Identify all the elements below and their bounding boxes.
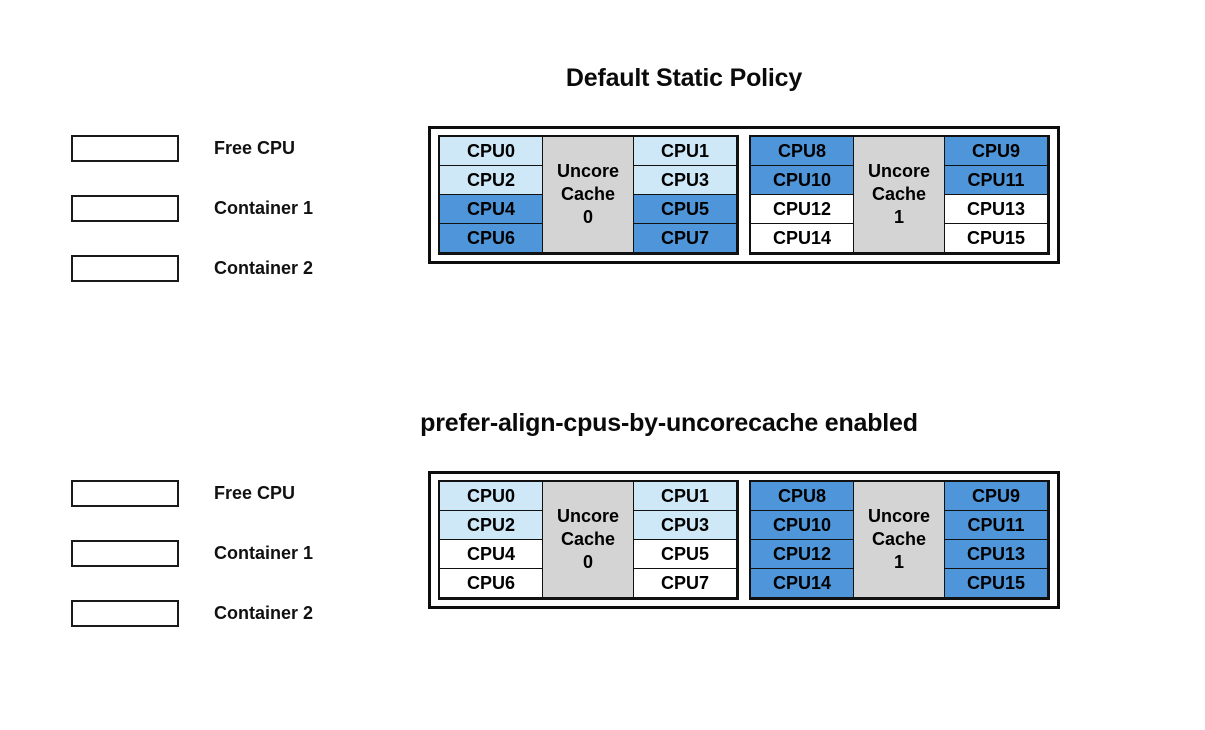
cpu-cell: CPU3 [633, 510, 737, 540]
cpu-cell: CPU11 [944, 165, 1048, 195]
legend-label-free-cpu: Free CPU [214, 482, 296, 503]
cpu-cell: CPU15 [944, 568, 1048, 598]
legend-label-container-1: Container 1 [214, 542, 314, 563]
uncore-cache-line: Cache [871, 528, 927, 549]
cache-group-0: CPU0 CPU2 CPU4 CPU6 Uncore Cache 0 CPU1 … [438, 135, 739, 255]
cpu-cell: CPU14 [750, 568, 854, 598]
cpu-cell: CPU4 [439, 194, 543, 224]
panel-title: prefer-align-cpus-by-uncorecache enabled [420, 409, 918, 437]
cpu-cell: CPU6 [439, 223, 543, 253]
uncore-cache-line: 0 [582, 552, 593, 573]
legend-item-free-cpu: Free CPU [71, 118, 371, 178]
cpu-cell: CPU1 [633, 481, 737, 511]
cpu-cell: CPU5 [633, 539, 737, 569]
legend-swatch-container-1 [71, 539, 179, 567]
legend-item-free-cpu: Free CPU [71, 463, 371, 523]
panel-default-static-policy: Default Static Policy Free CPU Container… [18, 26, 1170, 344]
uncore-cache-line: 0 [582, 207, 593, 228]
cpu-cell: CPU10 [750, 165, 854, 195]
uncore-cache-line: Uncore [556, 160, 619, 181]
uncore-cache-label-1: Uncore Cache 1 [853, 481, 945, 598]
cache-group-1: CPU8 CPU10 CPU12 CPU14 Uncore Cache 1 CP… [749, 135, 1050, 255]
cpu-topology-diagram: CPU0 CPU2 CPU4 CPU6 Uncore Cache 0 CPU1 … [428, 126, 1060, 264]
legend-swatch-free-cpu [71, 134, 179, 162]
cpu-cell: CPU11 [944, 510, 1048, 540]
cpu-column-left-cache-1: CPU8 CPU10 CPU12 CPU14 [750, 481, 854, 598]
cpu-cell: CPU15 [944, 223, 1048, 253]
uncore-cache-line: Uncore [867, 160, 930, 181]
cpu-cell: CPU12 [750, 539, 854, 569]
cache-group-1: CPU8 CPU10 CPU12 CPU14 Uncore Cache 1 CP… [749, 480, 1050, 600]
cpu-topology-diagram: CPU0 CPU2 CPU4 CPU6 Uncore Cache 0 CPU1 … [428, 471, 1060, 609]
uncore-cache-line: Uncore [867, 505, 930, 526]
legend-item-container-1: Container 1 [71, 178, 371, 238]
uncore-cache-label-0: Uncore Cache 0 [542, 481, 634, 598]
cpu-cell: CPU8 [750, 481, 854, 511]
cpu-cell: CPU7 [633, 568, 737, 598]
cpu-cell: CPU2 [439, 510, 543, 540]
panel-title: Default Static Policy [565, 64, 803, 92]
cpu-cell: CPU4 [439, 539, 543, 569]
cpu-column-right-cache-1: CPU9 CPU11 CPU13 CPU15 [944, 136, 1048, 253]
cpu-cell: CPU13 [944, 539, 1048, 569]
cache-group-0: CPU0 CPU2 CPU4 CPU6 Uncore Cache 0 CPU1 … [438, 480, 739, 600]
cpu-cell: CPU6 [439, 568, 543, 598]
legend-swatch-free-cpu [71, 479, 179, 507]
uncore-cache-line: Cache [560, 528, 616, 549]
cpu-cell: CPU13 [944, 194, 1048, 224]
legend: Free CPU Container 1 Container 2 [71, 463, 371, 643]
cpu-cell: CPU9 [944, 136, 1048, 166]
cpu-cell: CPU5 [633, 194, 737, 224]
legend-label-container-2: Container 2 [214, 257, 314, 278]
legend-label-container-1: Container 1 [214, 197, 314, 218]
uncore-cache-label-1: Uncore Cache 1 [853, 136, 945, 253]
cpu-column-left-cache-0: CPU0 CPU2 CPU4 CPU6 [439, 481, 543, 598]
legend-item-container-2: Container 2 [71, 238, 371, 298]
cpu-column-left-cache-1: CPU8 CPU10 CPU12 CPU14 [750, 136, 854, 253]
cpu-cell: CPU10 [750, 510, 854, 540]
uncore-cache-line: 1 [893, 207, 904, 228]
legend-swatch-container-1 [71, 194, 179, 222]
legend-item-container-2: Container 2 [71, 583, 371, 643]
cpu-cell: CPU12 [750, 194, 854, 224]
panel-prefer-align-cpus-by-uncorecache: prefer-align-cpus-by-uncorecache enabled… [18, 371, 1170, 689]
cpu-cell: CPU2 [439, 165, 543, 195]
uncore-cache-line: Uncore [556, 505, 619, 526]
legend-item-container-1: Container 1 [71, 523, 371, 583]
legend-label-container-2: Container 2 [214, 602, 314, 623]
cpu-cell: CPU7 [633, 223, 737, 253]
cpu-column-right-cache-0: CPU1 CPU3 CPU5 CPU7 [633, 481, 737, 598]
cpu-column-right-cache-1: CPU9 CPU11 CPU13 CPU15 [944, 481, 1048, 598]
uncore-cache-line: Cache [871, 183, 927, 204]
legend-swatch-container-2 [71, 599, 179, 627]
cpu-cell: CPU0 [439, 136, 543, 166]
cpu-cell: CPU3 [633, 165, 737, 195]
legend-swatch-container-2 [71, 254, 179, 282]
cpu-cell: CPU14 [750, 223, 854, 253]
cpu-cell: CPU8 [750, 136, 854, 166]
cpu-column-left-cache-0: CPU0 CPU2 CPU4 CPU6 [439, 136, 543, 253]
cpu-column-right-cache-0: CPU1 CPU3 CPU5 CPU7 [633, 136, 737, 253]
uncore-cache-line: Cache [560, 183, 616, 204]
cpu-cell: CPU1 [633, 136, 737, 166]
legend: Free CPU Container 1 Container 2 [71, 118, 371, 298]
cpu-cell: CPU9 [944, 481, 1048, 511]
legend-label-free-cpu: Free CPU [214, 137, 296, 158]
uncore-cache-label-0: Uncore Cache 0 [542, 136, 634, 253]
uncore-cache-line: 1 [893, 552, 904, 573]
cpu-cell: CPU0 [439, 481, 543, 511]
